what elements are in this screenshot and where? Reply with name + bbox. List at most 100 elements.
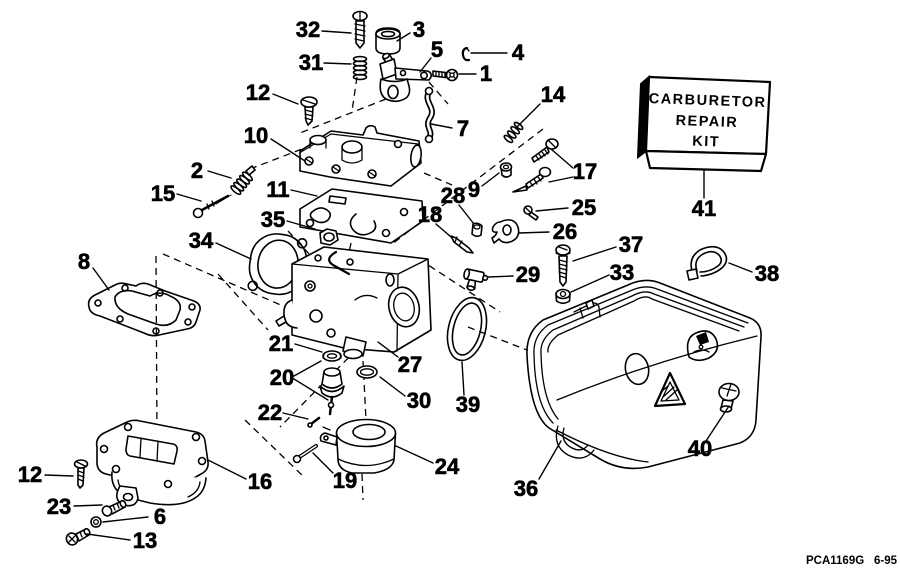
alignment-dashed-line-1 [299, 98, 387, 134]
callout-number-12: 12 [246, 80, 270, 105]
leader-line-20 [293, 360, 322, 377]
warning-triangle-icon [653, 371, 687, 408]
hand-warning-icon [686, 330, 719, 362]
part-screw-32 [352, 10, 368, 49]
alignment-dashed-line-6 [162, 253, 291, 310]
callout-number-15: 15 [151, 181, 175, 206]
part-link-7 [424, 86, 435, 144]
part-screw-12-top [300, 96, 318, 126]
leader-line-25 [535, 207, 569, 212]
leader-line-18 [435, 223, 452, 238]
callout-number-29: 29 [516, 262, 540, 287]
callout-number-7: 7 [457, 116, 469, 141]
callout-number-26: 26 [553, 219, 577, 244]
footer-part-code: PCA1169G [806, 555, 864, 567]
callout-number-24: 24 [435, 454, 460, 479]
part-bolt-37 [555, 244, 571, 287]
callout-number-39: 39 [456, 392, 480, 417]
part-spring-2 [230, 165, 256, 196]
part-washer-6 [90, 516, 102, 528]
callout-number-11: 11 [266, 177, 289, 202]
leader-line-21 [294, 343, 323, 353]
part-screw-17a [531, 138, 559, 163]
alignment-dashed-line-0 [351, 76, 358, 112]
callout-number-32: 32 [296, 17, 320, 42]
callout-number-33: 33 [610, 260, 634, 285]
leader-line-6 [102, 516, 149, 523]
callout-number-38: 38 [755, 261, 779, 286]
part-retainer-clip-26 [491, 219, 520, 244]
callout-number-17: 17 [573, 159, 597, 184]
part-oring-39 [446, 296, 488, 362]
part-float-24 [319, 418, 397, 474]
alignment-dashed-line-11 [362, 360, 367, 421]
leader-line-10 [270, 138, 306, 162]
part-nut-33 [555, 288, 571, 305]
part-bushing-28 [471, 222, 483, 238]
callout-number-34: 34 [189, 228, 214, 253]
part-plug-13 [65, 527, 91, 546]
leader-line-8 [92, 267, 110, 291]
alignment-dashed-line-9 [418, 258, 501, 313]
alignment-dashed-line-5 [155, 255, 158, 439]
kit-box-line1: CARBURETOR [648, 91, 766, 111]
part-plug-40 [718, 382, 740, 413]
part-fuel-pump-body-10 [299, 124, 422, 187]
callout-number-35: 35 [261, 207, 285, 232]
part-cable-tie-38 [686, 245, 728, 281]
callout-number-1: 1 [480, 61, 492, 86]
leader-line-3 [396, 32, 411, 42]
callout-number-28: 28 [441, 183, 465, 208]
leader-line-26 [518, 231, 550, 234]
kit-box-line3: KIT [692, 134, 720, 151]
callout-number-6: 6 [154, 504, 166, 529]
leader-line-37 [572, 246, 617, 262]
leader-line-12 [272, 93, 299, 105]
part-float-bowl-16 [95, 419, 209, 507]
kit-box-line2: REPAIR [675, 113, 738, 131]
leader-line-17 [550, 148, 574, 169]
leader-line-24 [395, 445, 434, 464]
leader-line-15 [176, 193, 202, 202]
part-lever-5 [379, 52, 432, 103]
part-pump-gasket-11 [299, 188, 424, 244]
part-spring-14 [503, 121, 524, 144]
part-nut-35 [319, 228, 339, 246]
alignment-dashed-line-8 [244, 419, 306, 479]
alignment-dashed-line-12 [361, 473, 364, 501]
leader-line-12 [44, 474, 74, 477]
oval-mark [624, 352, 650, 386]
leader-line-13 [86, 533, 131, 541]
leader-line-28 [458, 204, 475, 225]
leader-line-16 [207, 459, 247, 480]
callout-number-20: 20 [270, 365, 294, 390]
callout-number-41: 41 [692, 196, 716, 221]
leader-line-29 [487, 275, 514, 278]
part-cap-3 [375, 27, 401, 55]
callout-number-31: 31 [299, 50, 323, 75]
alignment-dashed-line-13 [279, 348, 358, 428]
callout-number-8: 8 [78, 249, 90, 274]
alignment-dashed-line-15 [249, 148, 303, 170]
part-carburetor-body-27 [275, 246, 432, 360]
part-gasket-8 [87, 282, 201, 337]
callout-number-2: 2 [191, 158, 203, 183]
leader-line-22 [282, 412, 309, 420]
callout-number-22: 22 [258, 400, 282, 425]
callout-number-21: 21 [269, 331, 293, 356]
callout-number-14: 14 [541, 82, 566, 107]
callout-number-23: 23 [47, 494, 71, 519]
callout-number-36: 36 [514, 476, 538, 501]
part-fitting-29 [463, 268, 489, 292]
part-needle-15 [192, 194, 232, 219]
callout-number-40: 40 [688, 436, 712, 461]
callout-number-12: 12 [18, 462, 42, 487]
callout-number-10: 10 [244, 123, 268, 148]
part-screw-17b [512, 166, 552, 193]
leader-line-14 [516, 103, 541, 128]
leader-line-33 [570, 274, 610, 293]
part-spring-31 [352, 55, 368, 81]
